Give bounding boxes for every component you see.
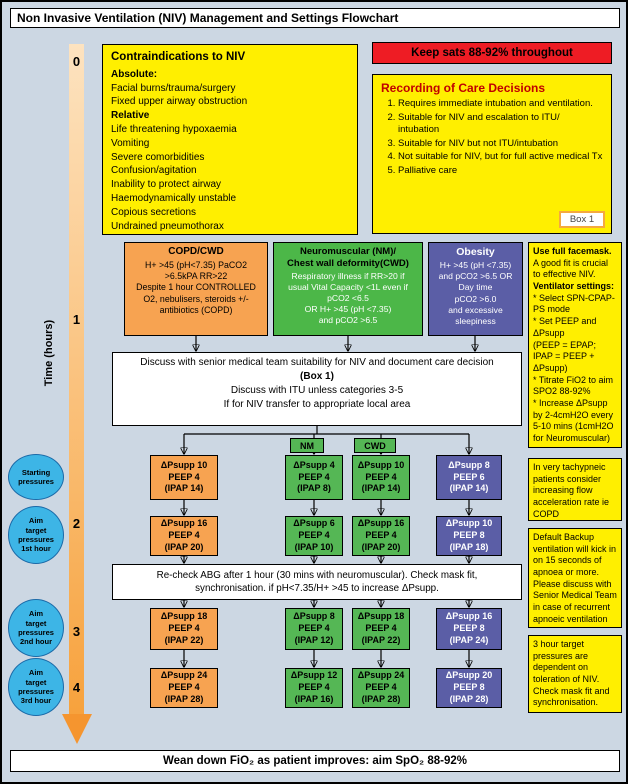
category-neuromuscular-title: Neuromuscular (NM)/ Chest wall deformity… — [287, 246, 409, 269]
pressure-copd-hour1: ΔPsupp 16 PEEP 4 (IPAP 20) — [150, 516, 218, 556]
ventilator-settings-heading: Ventilator settings: — [533, 281, 615, 292]
discuss-line-1: Discuss with senior medical team suitabi… — [140, 357, 494, 368]
column-header-nm: NM — [290, 438, 324, 453]
box1-tag: Box 1 — [559, 211, 605, 228]
backup-ventilation-note: Default Backup ventilation will kick in … — [528, 528, 622, 628]
care-decision-item: Suitable for NIV but not ITU/intubation — [398, 138, 603, 151]
care-decisions-box: Recording of Care Decisions Requires imm… — [372, 74, 612, 234]
time-axis-arrow — [69, 44, 84, 714]
discuss-box1-ref: (Box 1) — [300, 371, 334, 382]
contraindications-absolute-items: Facial burns/trauma/surgery Fixed upper … — [111, 82, 248, 108]
care-decisions-list: Requires immediate intubation and ventil… — [381, 98, 603, 177]
contraindications-relative-heading: Relative — [111, 110, 150, 122]
time-axis-arrowhead-icon — [61, 714, 92, 744]
pressure-copd-hour2: ΔPsupp 18 PEEP 4 (IPAP 22) — [150, 608, 218, 650]
category-obesity-box: Obesity H+ >45 (pH <7.35) and pCO2 >6.5 … — [428, 242, 523, 336]
time-tick-1: 1 — [72, 312, 81, 327]
pressure-obesity-starting: ΔPsupp 8 PEEP 6 (IPAP 14) — [436, 455, 502, 500]
care-decisions-title: Recording of Care Decisions — [381, 81, 546, 95]
pressure-copd-starting: ΔPsupp 10 PEEP 4 (IPAP 14) — [150, 455, 218, 500]
contraindications-absolute-heading: Absolute: — [111, 68, 158, 80]
pressure-obesity-hour3: ΔPsupp 20 PEEP 8 (IPAP 28) — [436, 668, 502, 708]
pressure-nm-starting: ΔPsupp 4 PEEP 4 (IPAP 8) — [285, 455, 343, 500]
time-tick-2: 2 — [72, 516, 81, 531]
pressure-obesity-hour2: ΔPsupp 16 PEEP 8 (IPAP 24) — [436, 608, 502, 650]
pressure-cwd-hour3: ΔPsupp 24 PEEP 4 (IPAP 28) — [352, 668, 410, 708]
page-title: Non Invasive Ventilation (NIV) Managemen… — [10, 8, 620, 28]
pressure-nm-hour2: ΔPsupp 8 PEEP 4 (IPAP 12) — [285, 608, 343, 650]
time-axis-label: Time (hours) — [43, 319, 55, 387]
time-tick-4: 4 — [72, 680, 81, 695]
pressure-obesity-hour1: ΔPsupp 10 PEEP 8 (IPAP 18) — [436, 516, 502, 556]
contraindications-title: Contraindications to NIV — [111, 51, 246, 63]
keep-sats-banner: Keep sats 88-92% throughout — [372, 42, 612, 64]
category-copd-title: COPD/CWD — [168, 246, 224, 257]
category-copd-box: COPD/CWD H+ >45 (pH<7.35) PaCO2 >6.5kPA … — [124, 242, 268, 336]
stage-label-target-1st-hour: Aim target pressures 1st hour — [8, 506, 64, 564]
target-pressures-note: 3 hour target pressures are dependent on… — [528, 635, 622, 713]
discuss-line-4: If for NIV transfer to appropriate local… — [223, 399, 411, 410]
category-obesity-title: Obesity — [456, 246, 495, 258]
time-tick-0: 0 — [72, 54, 81, 69]
discuss-box: Discuss with senior medical team suitabi… — [112, 352, 522, 426]
care-decision-item: Suitable for NIV and escalation to ITU/ … — [398, 112, 603, 137]
category-obesity-body: H+ >45 (pH <7.35) and pCO2 >6.5 OR Day t… — [438, 260, 513, 326]
facemask-note-heading: Use full facemask. — [533, 246, 612, 256]
care-decision-item: Palliative care — [398, 165, 603, 178]
pressure-copd-hour3: ΔPsupp 24 PEEP 4 (IPAP 28) — [150, 668, 218, 708]
ventilator-settings-items: * Select SPN-CPAP-PS mode * Set PEEP and… — [533, 292, 615, 443]
contraindications-relative-items: Life threatening hypoxaemia Vomiting Sev… — [111, 124, 237, 232]
pressure-cwd-hour1: ΔPsupp 16 PEEP 4 (IPAP 20) — [352, 516, 410, 556]
facemask-settings-note: Use full facemask. A good fit is crucial… — [528, 242, 622, 448]
contraindications-box: Contraindications to NIV Absolute: Facia… — [102, 44, 358, 235]
footer-banner: Wean down FiO₂ as patient improves: aim … — [10, 750, 620, 772]
facemask-note-line: A good fit is crucial to effective NIV. — [533, 257, 609, 280]
pressure-nm-hour1: ΔPsupp 6 PEEP 4 (IPAP 10) — [285, 516, 343, 556]
tachypneic-note: In very tachypneic patients consider inc… — [528, 458, 622, 521]
stage-label-starting-pressures: Starting pressures — [8, 454, 64, 500]
category-neuromuscular-box: Neuromuscular (NM)/ Chest wall deformity… — [273, 242, 423, 336]
stage-label-target-3rd-hour: Aim target pressures 3rd hour — [8, 658, 64, 716]
care-decision-item: Not suitable for NIV, but for full activ… — [398, 151, 603, 164]
abg-recheck-box: Re-check ABG after 1 hour (30 mins with … — [112, 564, 522, 600]
column-header-cwd: CWD — [354, 438, 396, 453]
time-tick-3: 3 — [72, 624, 81, 639]
stage-label-target-2nd-hour: Aim target pressures 2nd hour — [8, 599, 64, 657]
pressure-cwd-hour2: ΔPsupp 18 PEEP 4 (IPAP 22) — [352, 608, 410, 650]
pressure-nm-hour3: ΔPsupp 12 PEEP 4 (IPAP 16) — [285, 668, 343, 708]
care-decision-item: Requires immediate intubation and ventil… — [398, 98, 603, 111]
pressure-cwd-starting: ΔPsupp 10 PEEP 4 (IPAP 14) — [352, 455, 410, 500]
discuss-line-3: Discuss with ITU unless categories 3-5 — [230, 385, 404, 396]
category-neuromuscular-body: Respiratory illness if RR>20 if usual Vi… — [288, 270, 408, 326]
category-copd-body: H+ >45 (pH<7.35) PaCO2 >6.5kPA RR>22 Des… — [136, 259, 256, 316]
